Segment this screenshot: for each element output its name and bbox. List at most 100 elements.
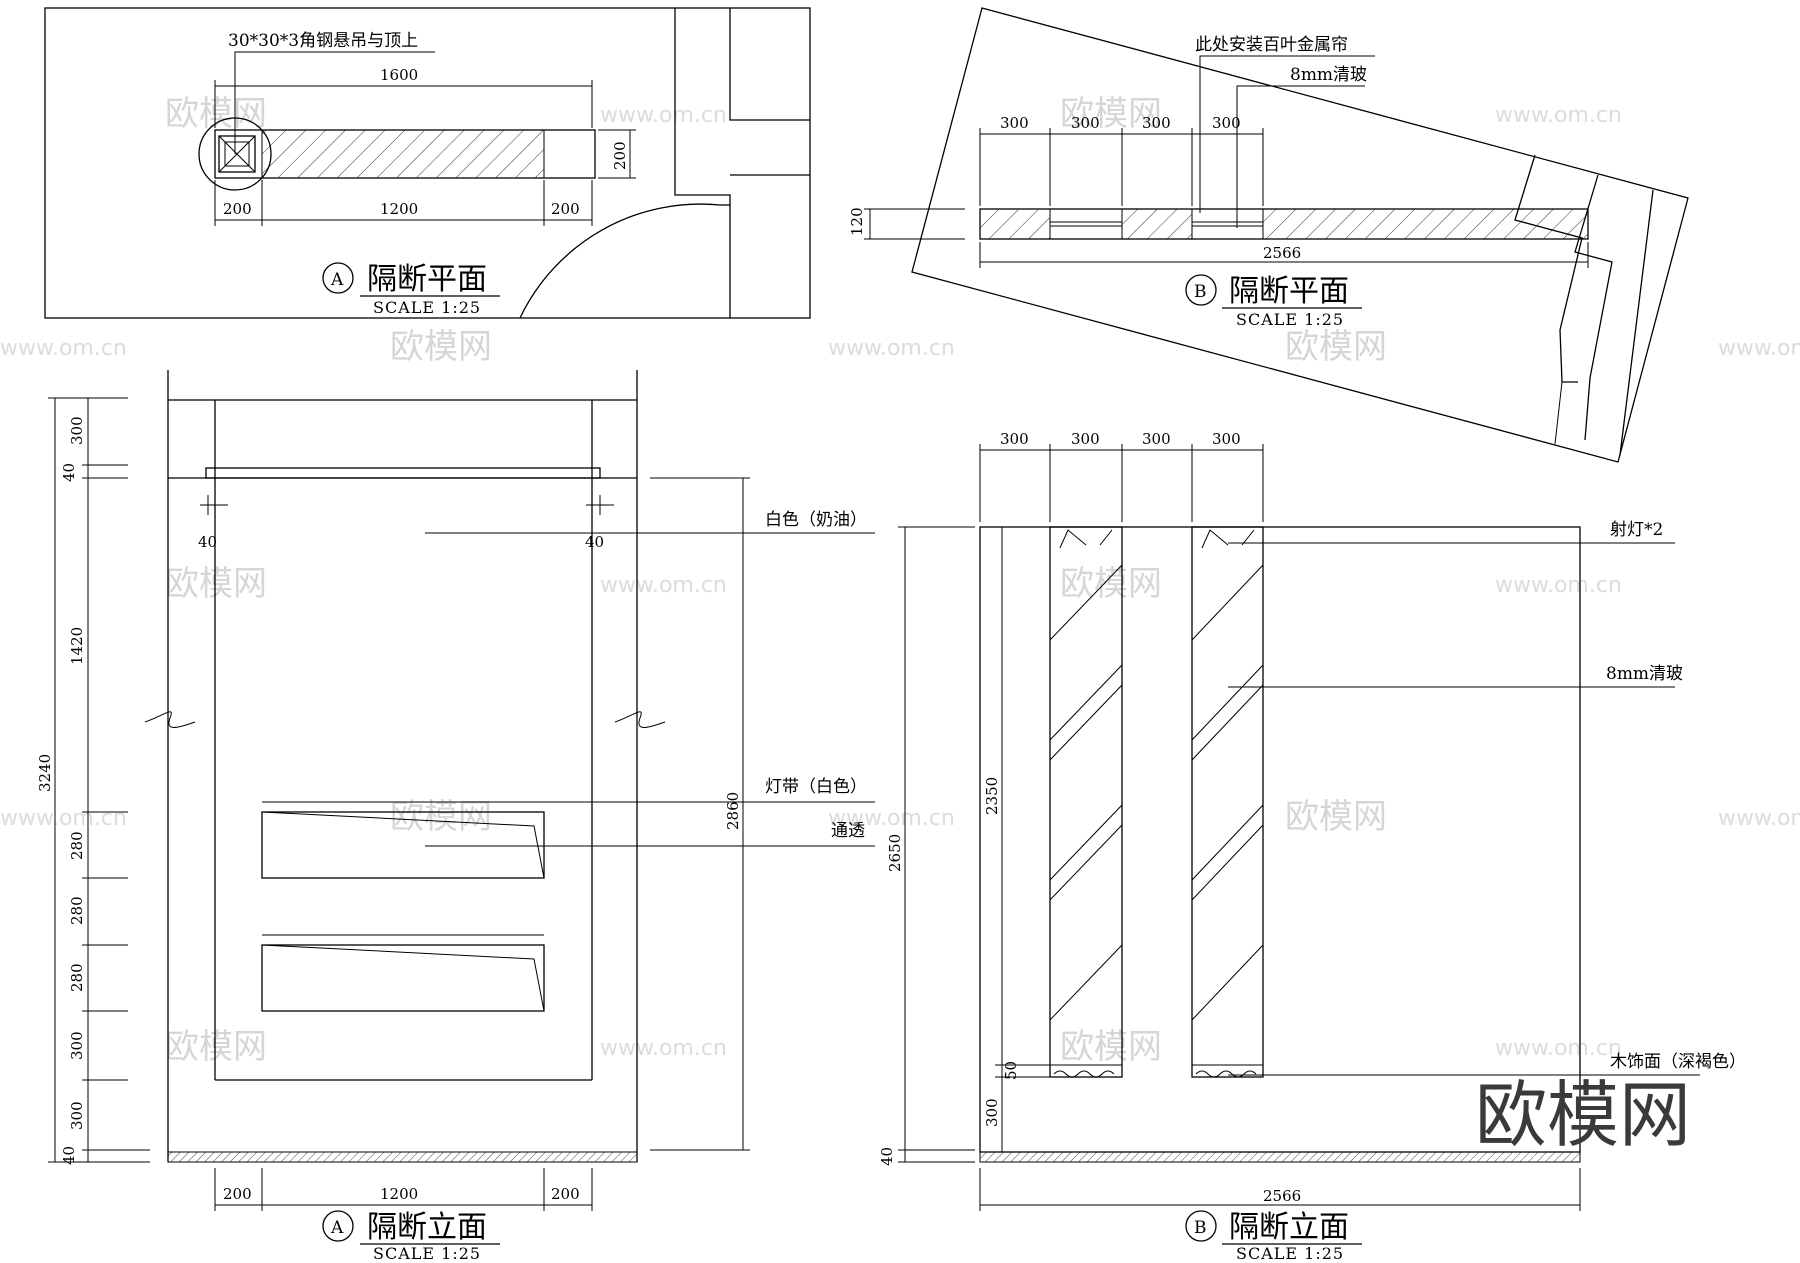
glass-reflection-line — [1191, 944, 1264, 1021]
glass-reflection-line — [1049, 684, 1123, 761]
plan-b-dim-top: 300 — [1071, 114, 1100, 132]
plan-b-label-circle — [1185, 274, 1217, 306]
elev-b-note-wood: 木饰面（深褐色） — [1610, 1052, 1746, 1072]
plan-a-angle-steel-inner — [224, 141, 250, 167]
plan-b-wall — [1514, 154, 1583, 383]
plan-a-angle-steel — [218, 135, 256, 173]
elev-a-dim-bottom: 200 — [551, 1185, 580, 1203]
plan-b-dim-top: 300 — [1212, 114, 1241, 132]
plan-a-scale: SCALE 1:25 — [373, 298, 481, 317]
elev-a-note-white: 白色（奶油） — [765, 510, 867, 530]
elev-a-dim-inner: 2860 — [724, 792, 742, 830]
elev-b-dim-base: 300 — [983, 1098, 1001, 1127]
glass-reflection-line — [1049, 804, 1123, 881]
plan-b-title: 隔断平面 — [1229, 274, 1349, 309]
plan-b-frame — [911, 7, 1689, 463]
elev-a-note-open: 通透 — [831, 821, 865, 841]
watermark-url: www.om.cn — [828, 336, 955, 361]
elev-b-wood-grain — [1053, 1070, 1115, 1078]
plan-a-label-circle — [322, 262, 354, 294]
plan-b-wall — [1554, 381, 1563, 445]
elev-a-dim-bottom: 1200 — [380, 1185, 418, 1203]
elev-a-label: A — [330, 1218, 344, 1238]
elev-b-wood-grain — [1195, 1070, 1257, 1078]
elev-a-dim-overall: 3240 — [36, 754, 54, 792]
watermark-url: www.om.cn — [1495, 1036, 1622, 1061]
elev-b-spotlight — [1201, 529, 1229, 549]
watermark-url: www.om.cn — [1495, 103, 1622, 128]
watermark-brand: 欧模网 — [165, 94, 267, 134]
elev-a-dim-left: 300 — [68, 1101, 86, 1130]
elev-a-dim-corner-right: 40 — [585, 533, 604, 551]
glass-reflection-line — [1049, 664, 1123, 741]
elev-b-dim-floor: 40 — [878, 1147, 896, 1166]
plan-a-dim-mid: 1200 — [380, 200, 418, 218]
plan-a-wall — [674, 8, 731, 318]
watermark-brand: 欧模网 — [1285, 327, 1387, 367]
elev-a-label-circle — [322, 1210, 354, 1242]
elev-a-dim-left: 300 — [68, 416, 86, 445]
plan-b-hatch — [979, 208, 1051, 240]
elev-a-dim-left: 280 — [68, 896, 86, 925]
elev-b-note-spotlight: 射灯*2 — [1610, 520, 1663, 540]
watermark-brand: 欧模网 — [1060, 1027, 1162, 1067]
watermark-url: www.om.cn — [1718, 806, 1800, 831]
elev-a-note-light-strip: 灯带（白色） — [765, 777, 867, 797]
elev-b-dim-small: 50 — [1002, 1061, 1020, 1080]
glass-reflection-line — [1049, 944, 1123, 1021]
plan-b-leader-glass — [1236, 85, 1365, 228]
watermark-brand: 欧模网 — [165, 1027, 267, 1067]
elev-a-dim-left: 40 — [60, 1146, 78, 1165]
elev-b-dim-inner: 2350 — [983, 777, 1001, 815]
plan-b-dim-thickness: 120 — [848, 207, 866, 236]
elev-a: 40 40 300 40 1420 280 280 280 300 300 40… — [36, 370, 875, 1263]
plan-a-partition-hatch — [261, 129, 545, 179]
elev-b-dim-total: 2566 — [1263, 1187, 1301, 1205]
plan-a-frame — [44, 7, 811, 319]
plan-b-hatch — [1262, 208, 1589, 240]
elev-b-scale: SCALE 1:25 — [1236, 1244, 1344, 1263]
plan-b-note-blinds: 此处安装百叶金属帘 — [1195, 35, 1348, 55]
elev-a-title: 隔断立面 — [367, 1210, 487, 1245]
elev-b-dim-top: 300 — [1000, 430, 1029, 448]
elev-b: 300 300 300 300 2650 40 2350 50 300 射灯*2… — [878, 430, 1746, 1263]
elev-b-glass-strip — [1049, 526, 1123, 1078]
elev-b-wood-base — [1191, 1064, 1264, 1078]
watermark-url: www.om.cn — [0, 336, 127, 361]
watermark-url: www.om.cn — [1718, 336, 1800, 361]
plan-b: 此处安装百叶金属帘 8mm清玻 300 300 300 300 120 2566… — [848, 7, 1689, 463]
elev-a-dim-corner-left: 40 — [198, 533, 217, 551]
plan-b-hatch — [1121, 208, 1193, 240]
watermark-url: www.om.cn — [600, 573, 727, 598]
elev-a-dim-left: 1420 — [68, 627, 86, 665]
elev-b-label-circle — [1185, 1210, 1217, 1242]
elev-a-opening-shade — [261, 944, 545, 1012]
elev-a-scale: SCALE 1:25 — [373, 1244, 481, 1263]
watermark-brand: 欧模网 — [1060, 564, 1162, 604]
watermark-url: www.om.cn — [600, 1036, 727, 1061]
elev-b-glass-reflections — [1049, 564, 1264, 1021]
glass-reflection-line — [1191, 564, 1264, 641]
elev-b-note-glass: 8mm清玻 — [1606, 664, 1683, 684]
elev-a-opening — [261, 944, 545, 1012]
elev-a-opening — [261, 811, 545, 879]
glass-reflection-line — [1191, 684, 1264, 761]
plan-a-leader — [234, 51, 435, 154]
plan-a-label: A — [330, 270, 344, 290]
plan-b-label: B — [1194, 282, 1207, 302]
elev-a-opening-shade — [261, 811, 545, 879]
plan-a-dim-total: 1600 — [380, 66, 418, 84]
elev-b-glass-strip — [1191, 526, 1264, 1078]
plan-b-dim-total: 2566 — [1263, 244, 1301, 262]
plan-a-title: 隔断平面 — [367, 262, 487, 297]
watermark-brand: 欧模网 — [1060, 94, 1162, 134]
elev-b-dim-top: 300 — [1212, 430, 1241, 448]
plan-b-wall — [1619, 189, 1654, 456]
plan-a-steel-cross — [218, 135, 256, 173]
plan-b-leader-blinds — [1199, 55, 1375, 213]
elev-a-break-mark — [614, 711, 666, 728]
glass-reflection-line — [1191, 664, 1264, 741]
watermark-url: www.om.cn — [600, 103, 727, 128]
watermark-brand: 欧模网 — [390, 797, 492, 837]
